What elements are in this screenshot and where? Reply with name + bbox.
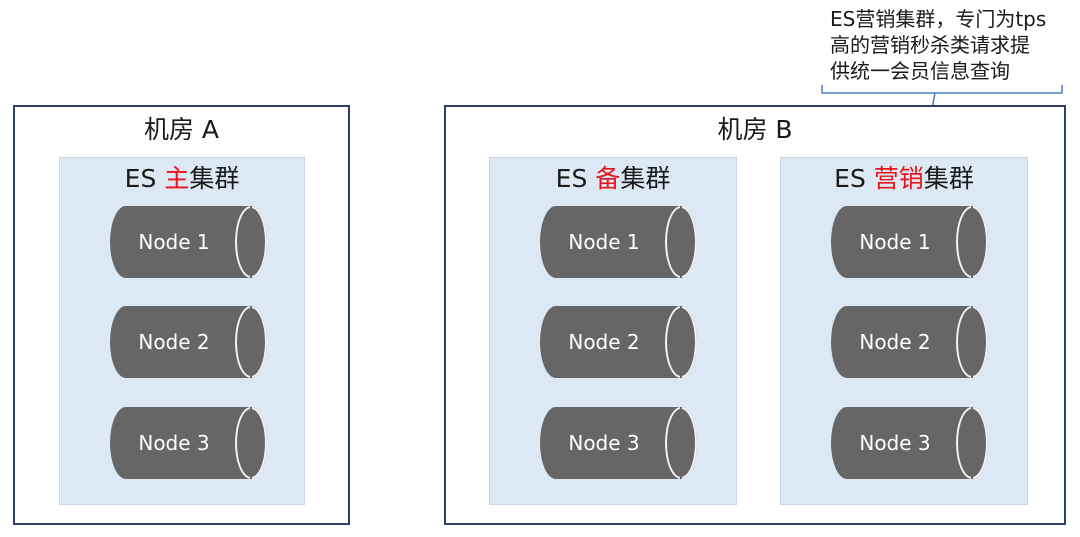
cluster-title-highlight: 营销: [873, 164, 924, 193]
node-label: Node 3: [859, 431, 931, 455]
cylinder-edge: [250, 407, 252, 479]
cylinder-edge: [971, 407, 973, 479]
cluster-title-highlight: 备: [595, 164, 621, 193]
es-marketing-cluster: ES 营销集群 Node 1 Node 2 Node 3: [780, 157, 1028, 505]
node-cylinder: Node 1: [540, 206, 697, 278]
datacenter-room-b: 机房 B ES 备集群 Node 1 Node 2 Node 3 ES 营销集群…: [444, 105, 1066, 525]
es-primary-cluster: ES 主集群 Node 1 Node 2 Node 3: [59, 157, 305, 505]
cylinder-edge: [680, 306, 682, 378]
node-cylinder: Node 1: [110, 206, 267, 278]
callout-bracket: [821, 85, 1063, 94]
cluster-title-prefix: ES: [555, 164, 596, 193]
cylinder-edge: [250, 206, 252, 278]
cluster-title-prefix: ES: [124, 164, 165, 193]
cluster-title-prefix: ES: [834, 164, 874, 193]
node-label: Node 1: [859, 230, 931, 254]
node-label: Node 1: [138, 230, 210, 254]
node-cylinder: Node 3: [831, 407, 988, 479]
node-cylinder: Node 3: [540, 407, 697, 479]
room-b-title: 机房 B: [717, 115, 793, 144]
cylinder-edge: [680, 407, 682, 479]
node-label: Node 3: [138, 431, 210, 455]
callout-text-line-1: ES营销集群，专门为tps: [830, 7, 1047, 31]
node-cylinder: Node 2: [110, 306, 267, 378]
callout-text-line-2: 高的营销秒杀类请求提: [830, 33, 1030, 57]
datacenter-room-a: 机房 A ES 主集群 Node 1 Node 2 Node 3: [13, 105, 350, 525]
cluster-title-suffix: 集群: [189, 164, 240, 193]
node-label: Node 2: [859, 330, 931, 354]
node-label: Node 3: [568, 431, 640, 455]
standby-cluster-title: ES 备集群: [490, 163, 736, 195]
node-label: Node 2: [568, 330, 640, 354]
cylinder-edge: [971, 206, 973, 278]
cylinder-edge: [971, 306, 973, 378]
node-cylinder: Node 2: [831, 306, 988, 378]
cluster-title-highlight: 主: [164, 164, 190, 193]
callout-text-line-3: 供统一会员信息查询: [830, 59, 1010, 83]
node-cylinder: Node 3: [110, 407, 267, 479]
node-label: Node 1: [568, 230, 640, 254]
cylinder-edge: [680, 206, 682, 278]
node-cylinder: Node 2: [540, 306, 697, 378]
primary-cluster-title: ES 主集群: [60, 163, 304, 195]
es-standby-cluster: ES 备集群 Node 1 Node 2 Node 3: [489, 157, 737, 505]
cluster-title-suffix: 集群: [923, 164, 974, 193]
node-cylinder: Node 1: [831, 206, 988, 278]
node-label: Node 2: [138, 330, 210, 354]
cluster-title-suffix: 集群: [620, 164, 671, 193]
cylinder-edge: [250, 306, 252, 378]
marketing-cluster-title: ES 营销集群: [781, 163, 1027, 195]
room-a-title: 机房 A: [143, 115, 220, 144]
